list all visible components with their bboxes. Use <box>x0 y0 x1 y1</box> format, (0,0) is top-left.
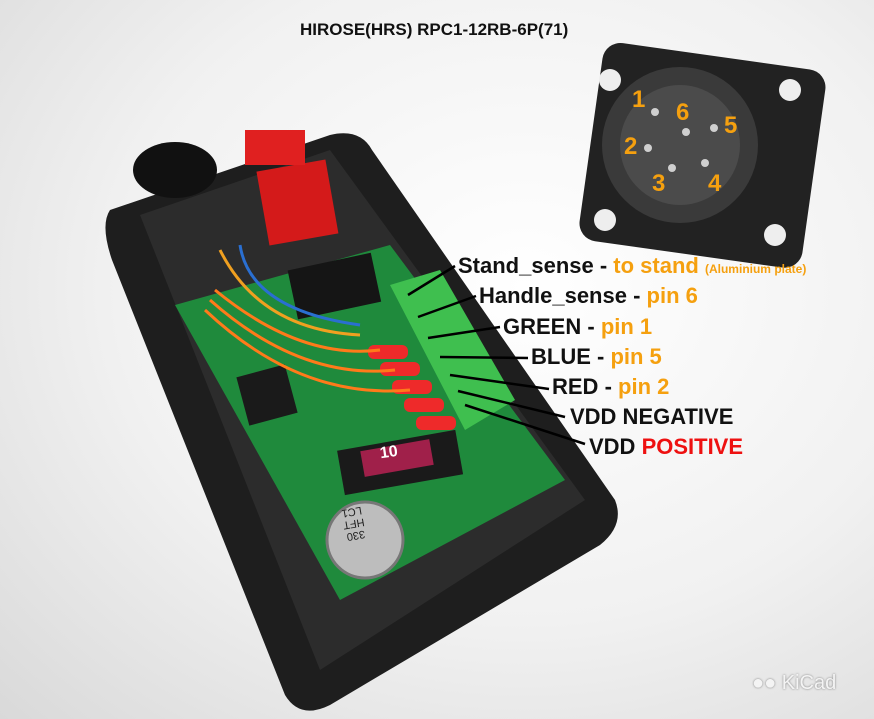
label-sep: - <box>598 374 619 399</box>
label-sep: - <box>593 253 614 278</box>
knob <box>133 142 217 198</box>
label-dest: pin 1 <box>600 314 653 339</box>
watermark-text: KiCad <box>781 672 837 694</box>
label-blue: BLUE - pin 5 <box>531 346 662 368</box>
label-green: GREEN - pin 1 <box>503 316 652 338</box>
wire-crimps <box>368 345 456 430</box>
fuse <box>360 439 434 477</box>
label-sep: - <box>590 344 611 369</box>
capacitor <box>325 500 405 580</box>
label-dest: POSITIVE <box>641 434 744 459</box>
label-handle-sense: Handle_sense - pin 6 <box>479 285 698 307</box>
microcontroller-chip <box>236 364 298 426</box>
label-name: Handle_sense <box>479 283 627 308</box>
label-sep: - <box>581 314 601 339</box>
terminal-block <box>390 270 515 430</box>
label-vdd-positive: VDD POSITIVE <box>589 436 743 458</box>
pin-label-2: 2 <box>624 133 638 160</box>
pin-label-3: 3 <box>652 170 666 197</box>
pin-label-1: 1 <box>632 86 646 113</box>
wires <box>203 244 411 393</box>
pcb <box>175 245 565 600</box>
label-sep: - <box>626 283 647 308</box>
label-name: Stand_sense <box>458 253 594 278</box>
power-connector <box>256 159 339 246</box>
pin-label-4: 4 <box>708 170 722 197</box>
connector-title: HIROSE(HRS) RPC1-12RB-6P(71) <box>300 20 569 39</box>
power-connector-top <box>245 130 305 165</box>
label-vdd-negative: VDD NEGATIVE <box>570 406 733 428</box>
label-name: VDD NEGATIVE <box>570 404 734 429</box>
pin-label-5: 5 <box>724 112 738 139</box>
label-name: RED <box>552 374 599 399</box>
pin-label-6: 6 <box>676 99 690 126</box>
relay <box>287 252 382 320</box>
wechat-icon: ●● <box>752 672 777 694</box>
label-dest: pin 2 <box>618 374 670 399</box>
label-red: RED - pin 2 <box>552 376 669 398</box>
label-dest: pin 6 <box>646 283 698 308</box>
label-name: GREEN <box>503 314 582 339</box>
label-note: (Aluminium plate) <box>704 262 807 276</box>
label-dest: to stand <box>613 253 699 278</box>
hirose-connector <box>579 42 826 268</box>
label-name: BLUE <box>531 344 591 369</box>
label-name: VDD <box>589 434 642 459</box>
fuse-value: 10 <box>378 442 399 463</box>
leader-lines <box>407 264 586 446</box>
label-dest: pin 5 <box>610 344 662 369</box>
watermark: ●● KiCad <box>752 672 836 695</box>
label-stand-sense: Stand_sense - to stand (Aluminium plate) <box>458 255 806 277</box>
